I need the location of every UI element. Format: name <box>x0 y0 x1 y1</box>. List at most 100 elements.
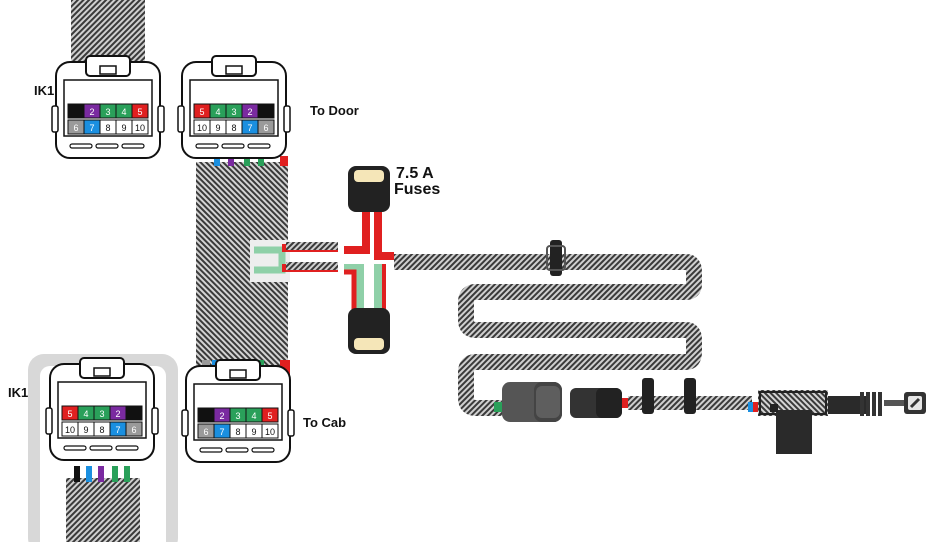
connector-foot <box>63 445 87 451</box>
connector-pin: 10 <box>131 119 149 135</box>
connector-pin: 4 <box>115 103 133 119</box>
loom-grommets-lower <box>642 378 696 414</box>
connector-pin: 5 <box>61 405 79 421</box>
connector-pin-number: 5 <box>199 107 204 117</box>
connector-pin: 8 <box>229 423 247 439</box>
connector-pin: 3 <box>225 103 243 119</box>
connector-pin-number: 6 <box>73 123 78 133</box>
loom-ik1-bottom <box>66 478 140 542</box>
loom-grommet <box>550 240 562 276</box>
connector-side-rib <box>177 105 185 133</box>
connector-pin-number: 2 <box>219 411 224 421</box>
connector-pin: 2 <box>109 405 127 421</box>
ik1-bottom-wire-stubs <box>74 466 130 482</box>
connector-pin: 9 <box>209 119 227 135</box>
connector-latch-tab <box>229 369 247 379</box>
connector-pin-number: 5 <box>267 411 272 421</box>
connector-pin: 4 <box>77 405 95 421</box>
label-to-door: To Door <box>310 103 359 118</box>
connector-pin-number: 7 <box>247 123 252 133</box>
connector-side-rib <box>51 105 59 133</box>
connector-pin-number: 3 <box>235 411 240 421</box>
label-ik1-bottom: IK1 <box>8 385 28 400</box>
door-wire-stubs <box>214 156 288 166</box>
connector-pin-number: 10 <box>65 425 75 435</box>
inline-connector-a <box>494 382 562 422</box>
connector-foot <box>225 447 249 453</box>
connector-pin-number: 9 <box>83 425 88 435</box>
connector-pin: 8 <box>99 119 117 135</box>
connector-pin <box>197 407 215 423</box>
connector-pin-number: 8 <box>105 123 110 133</box>
inline-connector-b <box>570 388 630 418</box>
connector-foot <box>89 445 113 451</box>
connector-side-rib <box>287 409 295 437</box>
connector-pin-number: 3 <box>99 409 104 419</box>
connector-pin: 9 <box>77 421 95 437</box>
connector-pin-number: 2 <box>115 409 120 419</box>
connector-pin: 6 <box>125 421 143 437</box>
connector-pin: 4 <box>245 407 263 423</box>
connector-pin: 6 <box>67 119 85 135</box>
connector-side-rib <box>181 409 189 437</box>
door-lock-actuator <box>748 390 926 454</box>
connector-side-rib <box>151 407 159 435</box>
connector-pin-number: 4 <box>83 409 88 419</box>
connector-pin: 9 <box>245 423 263 439</box>
loom-ik1-top <box>71 0 145 62</box>
connector-foot <box>95 143 119 149</box>
connector-pin: 3 <box>93 405 111 421</box>
connector-pin-number: 9 <box>121 123 126 133</box>
label-fuse-word: Fuses <box>394 181 440 198</box>
connector-pin-number: 4 <box>215 107 220 117</box>
fuse-junction <box>338 202 394 310</box>
connector-pin: 5 <box>131 103 149 119</box>
connector-pin-number: 8 <box>99 425 104 435</box>
connector-side-rib <box>157 105 165 133</box>
connector-side-rib <box>283 105 291 133</box>
connector-pin: 8 <box>93 421 111 437</box>
connector-pin: 7 <box>83 119 101 135</box>
connector-pin-number: 7 <box>115 425 120 435</box>
connector-pin-number: 2 <box>247 107 252 117</box>
connector-pin: 2 <box>213 407 231 423</box>
connector-pin-number: 6 <box>263 123 268 133</box>
loom-serpentine <box>394 254 702 416</box>
connector-pin: 2 <box>83 103 101 119</box>
connector-pin-number: 10 <box>197 123 207 133</box>
connector-pin-number: 10 <box>265 427 275 437</box>
fuse-upper <box>348 166 390 212</box>
label-to-cab: To Cab <box>303 415 346 430</box>
fuse-lower <box>348 308 390 354</box>
connector-pin: 2 <box>241 103 259 119</box>
connector-pin <box>257 103 275 119</box>
connector-foot <box>251 447 275 453</box>
connector-pin: 7 <box>241 119 259 135</box>
connector-pin <box>125 405 143 421</box>
connector-pin-number: 8 <box>235 427 240 437</box>
loom-grommet-ring <box>546 245 566 271</box>
connector-pin-number: 3 <box>231 107 236 117</box>
connector-pin-number: 6 <box>203 427 208 437</box>
connector-foot <box>69 143 93 149</box>
label-ik1-top: IK1 <box>34 83 54 98</box>
connector-foot <box>115 445 139 451</box>
connector-pin: 5 <box>193 103 211 119</box>
connector-foot <box>247 143 271 149</box>
connector-pin: 8 <box>225 119 243 135</box>
connector-pin: 6 <box>197 423 215 439</box>
connector-pin: 6 <box>257 119 275 135</box>
connector-pin: 9 <box>115 119 133 135</box>
label-fuse-rating: 7.5 A <box>396 165 434 182</box>
actuator-spring <box>860 392 882 416</box>
connector-pin: 3 <box>99 103 117 119</box>
connector-pin-number: 9 <box>251 427 256 437</box>
connector-pin: 7 <box>213 423 231 439</box>
connector-latch-tab <box>225 65 243 75</box>
